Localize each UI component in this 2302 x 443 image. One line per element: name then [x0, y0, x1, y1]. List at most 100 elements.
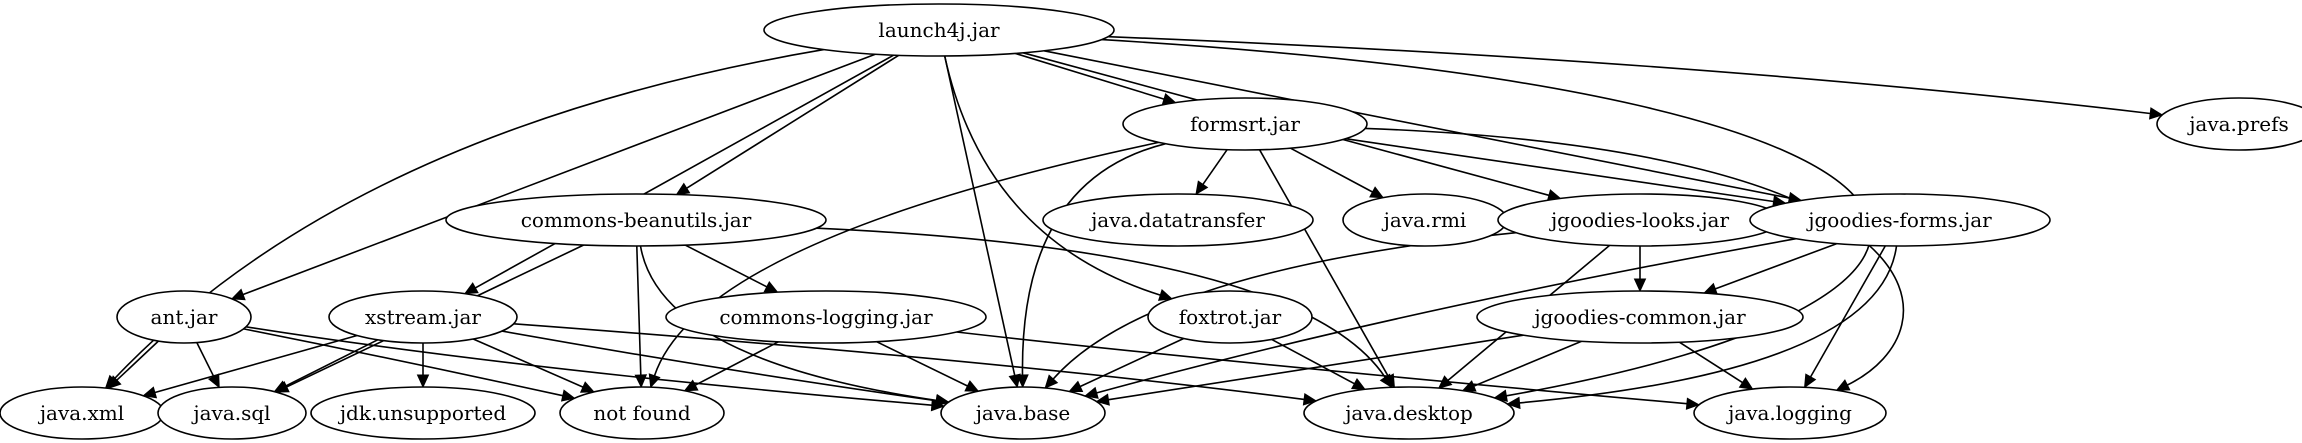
node-label: formsrt.jar	[1190, 112, 1300, 136]
arrowhead	[1369, 186, 1385, 199]
arrowhead	[579, 381, 595, 393]
edge-line	[686, 54, 900, 189]
node-commons-beanutils: commons-beanutils.jar	[445, 193, 827, 247]
node-label: jgoodies-forms.jar	[1806, 208, 1992, 232]
edge-commons-logging-to-java-logging	[956, 331, 1701, 410]
edge-foxtrot-to-java-desktop	[1271, 338, 1367, 390]
node-label: java.prefs	[2187, 112, 2289, 136]
edge-launch4j-to-commons-beanutils	[675, 54, 900, 196]
edge-jgoodies-forms-to-java-base	[1083, 237, 1797, 399]
node-java-rmi: java.rmi	[1342, 193, 1508, 247]
node-ellipse	[1693, 386, 1887, 440]
arrowhead	[1738, 377, 1754, 390]
node-label: java.datatransfer	[1089, 208, 1265, 232]
edge-line	[243, 328, 563, 397]
edge-line	[1345, 137, 1774, 203]
node-formsrt: formsrt.jar	[1122, 97, 1368, 151]
edge-launch4j-to-xstream	[463, 54, 895, 295]
arrowhead	[1835, 379, 1851, 391]
node-ellipse	[1476, 290, 1804, 344]
arrowhead	[1008, 373, 1021, 389]
node-ellipse	[1122, 97, 1368, 151]
edge-line	[154, 334, 358, 394]
edge-line	[196, 342, 215, 378]
node-label: jdk.unsupported	[338, 401, 506, 425]
arrowhead	[1157, 289, 1173, 301]
node-label: jgoodies-looks.jar	[1549, 208, 1729, 232]
edge-line	[684, 244, 768, 288]
arrowhead	[463, 282, 479, 295]
edge-xstream-to-not-found	[472, 338, 595, 393]
arrowhead	[1350, 377, 1367, 390]
edge-line	[501, 330, 937, 402]
edge-line	[1014, 52, 1165, 100]
node-jdk-unsupported: jdk.unsupported	[310, 386, 536, 440]
edge-line	[943, 55, 1161, 296]
edge-jgoodies-forms-to-java-logging	[1804, 245, 1886, 389]
edge-jgoodies-common-to-java-desktop	[1461, 340, 1582, 392]
arrowhead	[763, 280, 779, 293]
node-java-logging: java.logging	[1693, 386, 1887, 440]
edge-line	[1271, 338, 1355, 385]
edge-line	[1715, 242, 1838, 290]
node-ellipse	[665, 290, 987, 344]
arrowhead	[683, 379, 699, 392]
arrowhead	[1506, 396, 1521, 410]
edge-formsrt-to-java-datatransfer	[1195, 149, 1228, 196]
edge-formsrt-to-java-rmi	[1289, 147, 1385, 199]
arrowhead	[1804, 373, 1817, 389]
node-layer: launch4j.jar java.prefs formsrt.jar commons…	[0, 3, 2302, 440]
edge-line	[1202, 149, 1228, 185]
edge-xstream-to-java-sql	[273, 339, 379, 393]
edge-line	[1079, 337, 1185, 388]
node-ellipse	[1147, 290, 1313, 344]
node-label: java.sql	[191, 401, 270, 425]
edge-line	[513, 323, 1305, 401]
node-label: jgoodies-common.jar	[1532, 305, 1746, 329]
edge-line	[284, 339, 379, 388]
arrowhead	[1083, 386, 1099, 399]
edge-line	[1043, 50, 1790, 199]
edge-ant-to-not-found	[243, 328, 576, 402]
arrowhead	[675, 182, 691, 196]
node-java-prefs: java.prefs	[2156, 97, 2302, 151]
arrowhead	[142, 386, 158, 399]
arrowhead	[1379, 373, 1393, 389]
edge-line	[1096, 237, 1797, 394]
edge-line	[653, 141, 1159, 377]
edge-line	[639, 245, 937, 402]
node-label: ant.jar	[151, 305, 218, 329]
edge-line	[943, 55, 1016, 376]
edge-launch4j-to-foxtrot	[943, 55, 1173, 301]
arrowhead	[1302, 393, 1318, 406]
edge-jgoodies-common-to-java-logging	[1678, 341, 1754, 390]
arrowhead	[107, 375, 122, 390]
node-label: launch4j.jar	[878, 18, 1000, 42]
node-label: xstream.jar	[365, 305, 481, 329]
edge-line	[956, 331, 1687, 405]
node-ellipse	[310, 386, 536, 440]
node-ellipse	[763, 3, 1115, 57]
edge-commons-beanutils-to-commons-logging	[684, 244, 779, 293]
edge-line	[1809, 245, 1886, 378]
node-label: java.base	[974, 401, 1071, 425]
node-label: foxtrot.jar	[1179, 305, 1282, 329]
node-ellipse	[2156, 97, 2302, 151]
node-ellipse	[1042, 193, 1314, 247]
edge-commons-logging-to-not-found	[683, 341, 779, 392]
arrowhead	[560, 389, 576, 402]
arrowhead	[1461, 380, 1477, 392]
arrowhead	[1095, 393, 1110, 406]
edge-line	[1108, 35, 2151, 115]
arrowhead	[648, 373, 661, 389]
node-java-desktop: java.desktop	[1303, 386, 1515, 440]
edge-formsrt-to-java-desktop	[1258, 149, 1395, 389]
node-label: java.xml	[38, 401, 124, 425]
edge-line	[694, 341, 779, 386]
arrowhead	[1195, 180, 1209, 196]
node-java-datatransfer: java.datatransfer	[1042, 193, 1314, 247]
edge-line	[1021, 142, 1166, 376]
arrowhead	[934, 394, 950, 407]
arrowhead	[230, 288, 246, 301]
